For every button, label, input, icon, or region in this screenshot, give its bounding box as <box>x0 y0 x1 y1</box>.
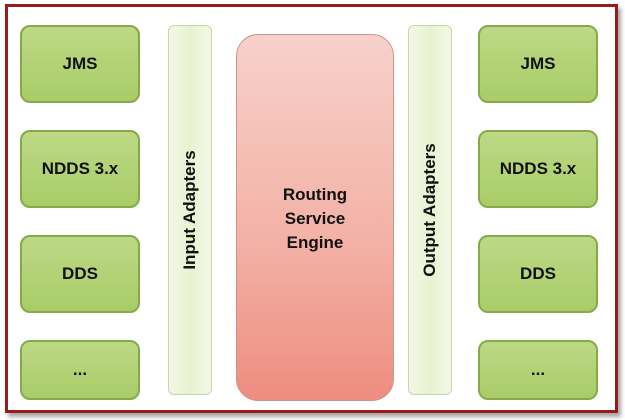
right-protocol-jms: JMS <box>478 25 598 103</box>
engine-label-line-3: Engine <box>286 233 344 252</box>
left-protocol-dds: DDS <box>20 235 140 313</box>
input-adapters-label: Input Adapters <box>180 150 199 270</box>
right-protocol-dds: DDS <box>478 235 598 313</box>
left-protocol-jms: JMS <box>20 25 140 103</box>
output-adapters-column: Output Adapters <box>408 25 452 395</box>
left-protocol-ndds: NDDS 3.x <box>20 130 140 208</box>
right-protocol-more: ... <box>478 340 598 400</box>
left-protocol-more: ... <box>20 340 140 400</box>
output-adapters-label: Output Adapters <box>420 143 439 277</box>
engine-label-line-2: Service <box>284 209 346 228</box>
routing-service-engine: Routing Service Engine <box>236 34 394 401</box>
right-protocol-ndds: NDDS 3.x <box>478 130 598 208</box>
input-adapters-column: Input Adapters <box>168 25 212 395</box>
engine-label-line-1: Routing <box>282 185 348 204</box>
routing-service-diagram: JMS NDDS 3.x DDS ... Input Adapters Rout… <box>5 4 618 413</box>
